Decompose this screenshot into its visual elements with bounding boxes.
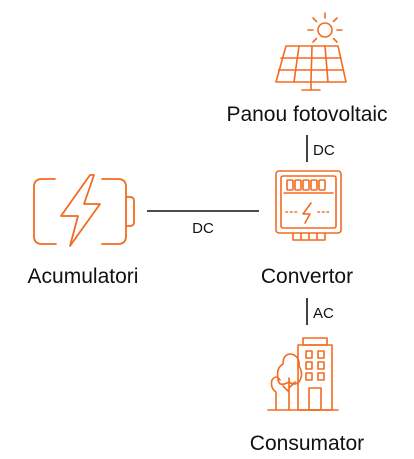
connector-solar-converter-label: DC [313, 142, 335, 159]
battery-charging-icon [33, 174, 135, 247]
solar-panel-icon [275, 12, 347, 91]
solar-panel-label: Panou fotovoltaic [226, 103, 387, 126]
connector-battery-converter-label: DC [192, 220, 214, 237]
connector-converter-consumer-label: AC [313, 305, 334, 322]
inverter-icon [275, 170, 342, 241]
converter-label: Convertor [261, 265, 353, 288]
consumer-label: Consumator [250, 432, 364, 455]
building-icon [267, 337, 339, 411]
battery-label: Acumulatori [28, 265, 139, 288]
